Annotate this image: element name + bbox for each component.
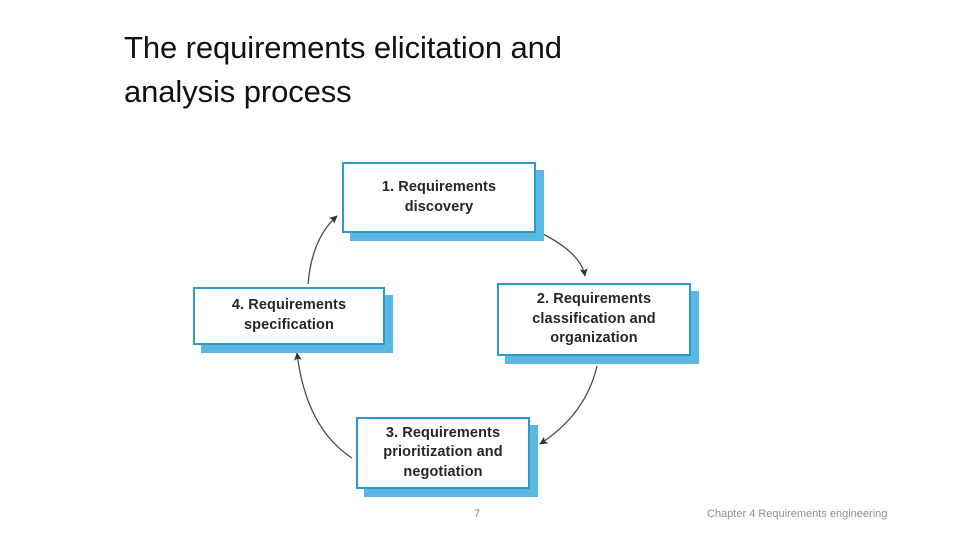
page-title: The requirements elicitation and analysi… bbox=[124, 30, 562, 110]
arrow-2-to-3 bbox=[539, 365, 598, 445]
process-box-4-label: 4. Requirements specification bbox=[231, 297, 347, 333]
arrow-3-to-4 bbox=[293, 352, 353, 459]
footer-page-number: 7 bbox=[474, 508, 481, 520]
process-box-requirements-discovery[interactable]: 1. Requirements discovery bbox=[342, 162, 536, 233]
process-box-2-label: 2. Requirements classification and organ… bbox=[532, 291, 656, 347]
arrow-1-to-2 bbox=[540, 232, 588, 277]
process-box-requirements-classification[interactable]: 2. Requirements classification and organ… bbox=[497, 283, 691, 356]
process-box-requirements-prioritization[interactable]: 3. Requirements prioritization and negot… bbox=[356, 417, 530, 489]
process-box-3-label: 3. Requirements prioritization and negot… bbox=[383, 424, 503, 480]
footer-chapter-label: Chapter 4 Requirements engineering bbox=[707, 508, 888, 520]
process-box-1-label: 1. Requirements discovery bbox=[381, 178, 497, 215]
process-box-requirements-specification[interactable]: 4. Requirements specification bbox=[193, 287, 385, 345]
arrow-4-to-1 bbox=[307, 215, 338, 285]
